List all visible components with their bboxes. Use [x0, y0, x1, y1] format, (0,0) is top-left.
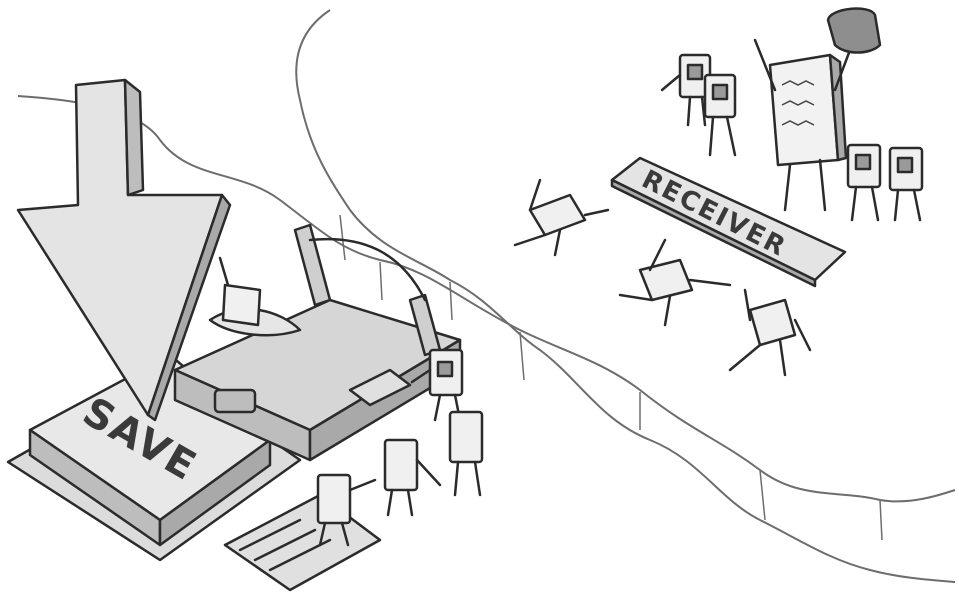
receiver-character: [753, 7, 882, 212]
glove-icon: [826, 7, 882, 54]
floppy-character: [846, 143, 882, 222]
document-characters: [218, 53, 924, 547]
floppy-character: [410, 348, 464, 422]
floppy-character: [660, 53, 722, 127]
document-character: [383, 438, 442, 517]
receiver-sign: RECEIVER: [610, 156, 847, 288]
catapult-machine: [173, 223, 462, 592]
down-arrow-icon: [16, 78, 232, 422]
chasm: [17, 9, 956, 583]
document-character: [316, 473, 377, 547]
document-character: [448, 410, 484, 497]
flying-document: [513, 178, 610, 257]
walking-document: [728, 288, 812, 377]
document-character: [218, 256, 262, 327]
floppy-character: [703, 73, 737, 157]
floppy-character: [888, 146, 924, 222]
flying-document: [618, 238, 732, 327]
